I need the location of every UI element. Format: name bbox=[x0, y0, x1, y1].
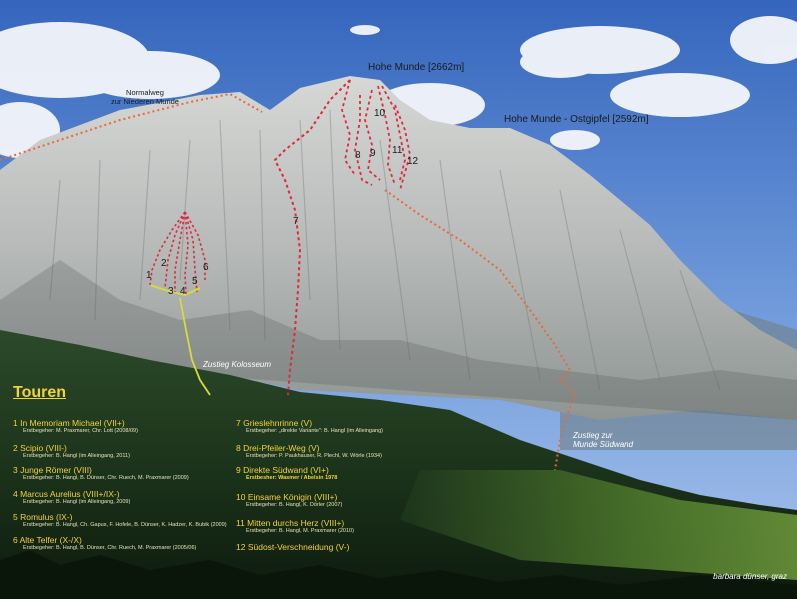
route-marker-7: 7 bbox=[293, 216, 299, 227]
tour-entry: 2 Scipio (VIII-)Erstbegeher: B. Hangl (i… bbox=[13, 443, 243, 460]
route-marker-5: 5 bbox=[192, 276, 198, 287]
route-marker-2: 2 bbox=[161, 258, 167, 269]
tour-name: 8 Drei-Pfeiler-Weg (V) bbox=[236, 443, 320, 453]
tour-entry: 1 In Memoriam Michael (VII+)Erstbegeher:… bbox=[13, 418, 243, 435]
tour-entry: 12 Südost-Verschneidung (V-) bbox=[236, 542, 466, 552]
route-marker-8: 8 bbox=[355, 150, 361, 161]
label-normalweg-line2: zur Niederen Munde bbox=[111, 97, 179, 106]
tour-name: 4 Marcus Aurelius (VIII+/IX-) bbox=[13, 489, 120, 499]
tour-name: 1 In Memoriam Michael (VII+) bbox=[13, 418, 125, 428]
label-normalweg: Normalweg zur Niederen Munde bbox=[100, 88, 190, 106]
tour-entry: 5 Romulus (IX-)Erstbegeher: B. Hangl, Ch… bbox=[13, 512, 243, 529]
label-normalweg-line1: Normalweg bbox=[126, 88, 164, 97]
route-marker-10: 10 bbox=[374, 108, 386, 119]
tour-entry: 3 Junge Römer (VIII)Erstbegeher: B. Hang… bbox=[13, 465, 243, 482]
tour-first-ascent: Erstbegeher: B. Hangl, B. Dünser, Chr. R… bbox=[23, 475, 189, 481]
route-marker-11: 11 bbox=[392, 145, 403, 156]
route-marker-4: 4 bbox=[180, 286, 186, 297]
tour-first-ascent: Erstbegeher: B. Hangl, B. Dünser, Chr. R… bbox=[23, 545, 197, 551]
label-zustieg-suedwand-line1: Zustieg zur bbox=[573, 431, 613, 440]
label-zustieg-suedwand: Zustieg zur Munde Südwand bbox=[573, 431, 633, 449]
tour-first-ascent: Erstbesher: Wasmer / Abelsin 1978 bbox=[246, 475, 338, 481]
tour-name: 6 Alte Telfer (X-/X) bbox=[13, 535, 82, 545]
mountain bbox=[0, 76, 797, 420]
label-zustieg-kolosseum: Zustieg Kolosseum bbox=[203, 360, 272, 369]
label-zustieg-suedwand-line2: Munde Südwand bbox=[573, 440, 634, 449]
photographer-signature: barbara dünser, graz bbox=[713, 572, 787, 581]
tour-entry: 11 Mitten durchs Herz (VIII+)Erstbegeher… bbox=[236, 518, 466, 535]
route-marker-3: 3 bbox=[168, 286, 174, 297]
tour-first-ascent: Erstbegeher: B. Hangl (im Alleingang, 20… bbox=[23, 499, 131, 505]
legend-title: Touren bbox=[13, 384, 67, 401]
tour-entry: 9 Direkte Südwand (VI+)Erstbesher: Wasme… bbox=[236, 465, 466, 482]
tour-name: 3 Junge Römer (VIII) bbox=[13, 465, 92, 475]
tour-entry: 7 Grieslehnrinne (V)Erstbegeher: „direkt… bbox=[236, 418, 466, 435]
tour-first-ascent: Erstbegeher: B. Hangl, M. Praxmarer (201… bbox=[246, 528, 354, 534]
label-peak-main: Hohe Munde [2662m] bbox=[368, 62, 465, 73]
tour-first-ascent: Erstbegeher: B. Hangl, K. Dörler (2007) bbox=[246, 502, 343, 508]
route-marker-6: 6 bbox=[203, 262, 209, 273]
approach-kolosseum bbox=[149, 284, 211, 396]
route-normalweg bbox=[0, 92, 263, 161]
tour-name: 11 Mitten durchs Herz (VIII+) bbox=[236, 518, 345, 528]
tour-first-ascent: Erstbegeher: P. Paukhauser, R. Plechl, W… bbox=[246, 453, 382, 459]
tour-first-ascent: Erstbegeher: „direkte Variante": B. Hang… bbox=[246, 428, 383, 434]
tour-name: 5 Romulus (IX-) bbox=[13, 512, 73, 522]
tour-first-ascent: Erstbegeher: B. Hangl (im Alleingang, 20… bbox=[23, 453, 130, 459]
label-peak-east: Hohe Munde - Ostgipfel [2592m] bbox=[504, 114, 649, 125]
tour-entry: 4 Marcus Aurelius (VIII+/IX-)Erstbegeher… bbox=[13, 489, 243, 506]
route-marker-1: 1 bbox=[146, 270, 152, 281]
tour-first-ascent: Erstbegeher: M. Praxmarer, Chr. Lott (20… bbox=[23, 428, 138, 434]
tour-name: 7 Grieslehnrinne (V) bbox=[236, 418, 313, 428]
tour-name: 12 Südost-Verschneidung (V-) bbox=[236, 542, 350, 552]
routes-summit bbox=[341, 79, 411, 191]
tour-entry: 10 Einsame Königin (VIII+)Erstbegeher: B… bbox=[236, 492, 466, 509]
routes-kolosseum bbox=[149, 211, 206, 295]
tour-name: 9 Direkte Südwand (VI+) bbox=[236, 465, 329, 475]
tour-name: 10 Einsame Königin (VIII+) bbox=[236, 492, 338, 502]
clouds bbox=[0, 16, 797, 158]
tour-entry: 6 Alte Telfer (X-/X)Erstbegeher: B. Hang… bbox=[13, 535, 243, 552]
tour-name: 2 Scipio (VIII-) bbox=[13, 443, 67, 453]
route-marker-9: 9 bbox=[370, 148, 376, 159]
tour-first-ascent: Erstbegeher: B. Hangl, Ch. Gapus, F. Hof… bbox=[23, 522, 227, 528]
route-marker-12: 12 bbox=[407, 156, 419, 167]
tour-entry: 8 Drei-Pfeiler-Weg (V)Erstbegeher: P. Pa… bbox=[236, 443, 466, 460]
